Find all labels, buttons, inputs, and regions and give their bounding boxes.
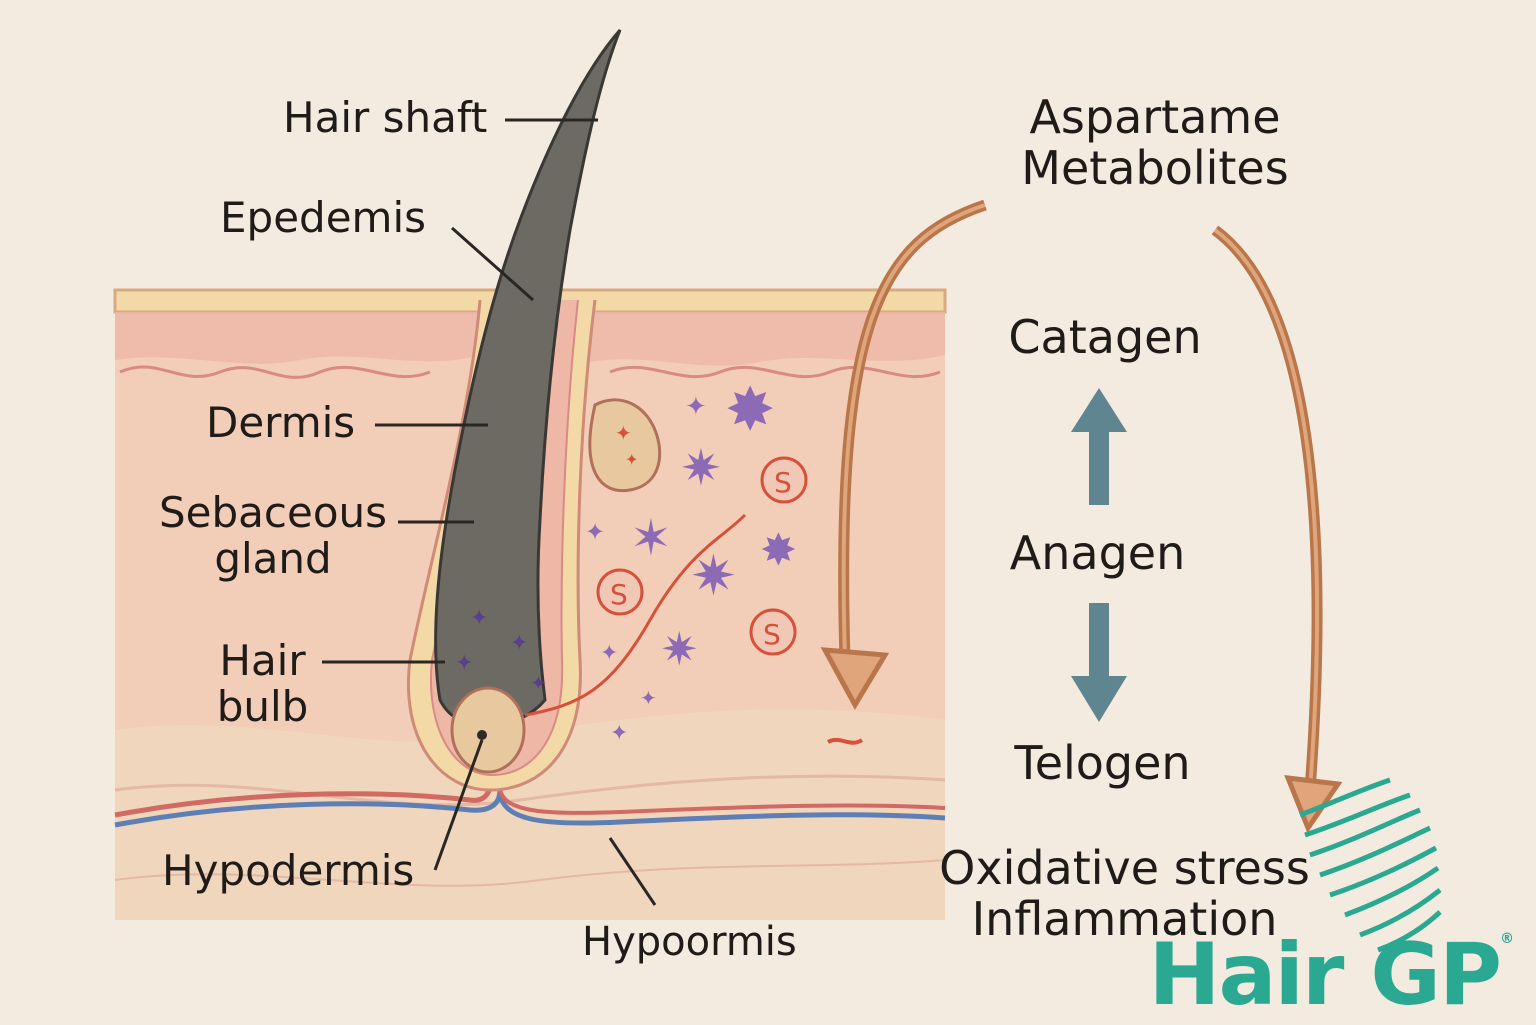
svg-text:✸: ✸	[760, 525, 797, 576]
svg-text:✦: ✦	[530, 671, 547, 695]
label-hair-shaft: Hair shaft	[283, 93, 488, 142]
phase-anagen: Anagen	[1009, 526, 1186, 580]
label-hair-bulb-line2: bulb	[216, 682, 309, 732]
label-hypodermis: Hypodermis	[162, 846, 415, 895]
svg-text:✸: ✸	[725, 375, 775, 445]
effects-label: Oxidative stress Inflammation	[932, 843, 1317, 944]
effects-line1: Oxidative stress	[939, 841, 1310, 895]
svg-text:✦: ✦	[600, 641, 618, 666]
svg-text:✦: ✦	[510, 631, 528, 656]
svg-text:✦: ✦	[610, 721, 628, 746]
leader-lines	[322, 118, 657, 906]
sebaceous-gland: ✦ ✦	[588, 398, 662, 493]
label-hair-bulb: Hair bulb	[205, 636, 320, 732]
label-epidermis: Epedemis	[220, 193, 427, 242]
svg-text:✷: ✷	[690, 544, 737, 609]
hair-shaft-graphic	[434, 29, 622, 774]
particles: ✸ ✷ ✶ ✷ ✸ ✷ ✦ ✦ ✦ ✦ ✦ ✦ ✦ ✦ ✦ S S S	[455, 375, 864, 746]
effects-line2: Inflammation	[971, 891, 1278, 946]
label-sebaceous-line1: Sebaceous	[158, 488, 388, 537]
svg-text:✷: ✷	[660, 622, 699, 676]
label-hair-bulb-line1: Hair	[219, 636, 306, 685]
phase-telogen: Telogen	[1014, 736, 1191, 790]
svg-text:✶: ✶	[630, 509, 672, 567]
brand-name: Hair GP	[1148, 925, 1502, 1025]
brand-logo: Hair GP®	[1149, 932, 1514, 1018]
metabolites-title: Aspartame Metabolites	[990, 92, 1320, 193]
metabolite-arrows	[820, 199, 1343, 834]
svg-text:✷: ✷	[680, 439, 722, 497]
svg-text:✦: ✦	[640, 686, 657, 710]
label-sebaceous-line2: gland	[214, 534, 332, 584]
svg-text:✦: ✦	[585, 518, 605, 546]
label-sebaceous-gland: Sebaceous gland	[152, 488, 394, 584]
brand-mark-strokes	[1299, 777, 1442, 953]
svg-text:S: S	[610, 578, 628, 611]
svg-text:✦: ✦	[685, 392, 707, 422]
metabolites-title-line1: Aspartame	[1029, 90, 1281, 144]
cycle-arrows	[1071, 388, 1127, 722]
svg-text:✦: ✦	[455, 651, 473, 676]
metabolites-title-line2: Metabolites	[1021, 140, 1289, 195]
svg-text:S: S	[763, 618, 781, 651]
svg-text:✦: ✦	[470, 606, 488, 631]
svg-text:✦: ✦	[625, 450, 638, 469]
svg-text:✦: ✦	[615, 421, 632, 445]
svg-text:S: S	[774, 466, 792, 499]
brand-registered-mark: ®	[1500, 931, 1514, 947]
label-dermis: Dermis	[206, 398, 356, 447]
phase-catagen: Catagen	[1008, 310, 1202, 364]
label-hypoormis: Hypoormis	[582, 919, 797, 965]
